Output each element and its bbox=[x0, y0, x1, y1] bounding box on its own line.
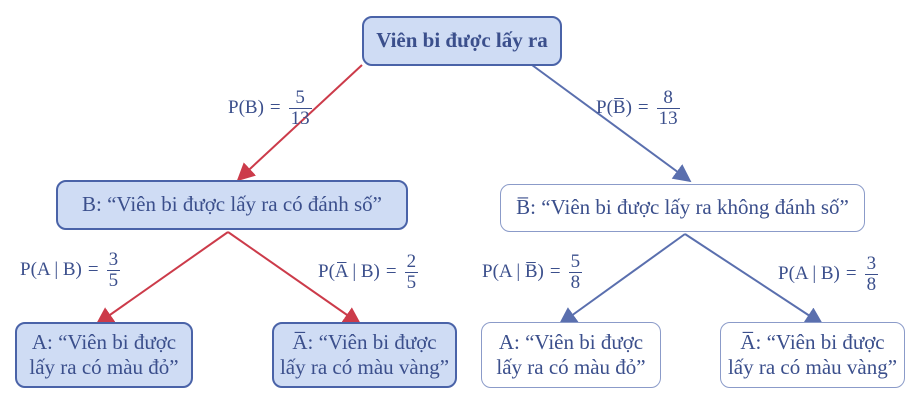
node-not-a-given-b: A̅: “Viên bi được lấy ra có màu vàng” bbox=[272, 322, 457, 388]
node-b-text: B: “Viên bi được lấy ra có đánh số” bbox=[82, 192, 382, 217]
edge-b-to-not-a bbox=[227, 231, 362, 326]
label-p-not-a-given-b-expr: P(A̅ | B) bbox=[318, 261, 380, 283]
label-p-not-a-given-not-b-num: 3 bbox=[866, 253, 877, 274]
node-not-b: B̅: “Viên bi được lấy ra không đánh số” bbox=[500, 184, 865, 232]
label-p-a-given-not-b-fraction: 5 8 bbox=[568, 251, 583, 293]
edge-not-b-to-a bbox=[558, 233, 686, 326]
label-p-a-given-b-eq: = bbox=[87, 259, 99, 281]
label-p-a-given-b-expr: P(A | B) bbox=[20, 259, 82, 281]
node-b: B: “Viên bi được lấy ra có đánh số” bbox=[56, 180, 408, 230]
node-root: Viên bi được lấy ra bbox=[362, 16, 562, 66]
edge-not-b-to-not-a bbox=[684, 233, 824, 325]
label-p-not-b-eq: = bbox=[637, 97, 649, 119]
label-p-not-a-given-b-num: 2 bbox=[406, 251, 417, 272]
label-p-b-expr: P(B) bbox=[228, 97, 264, 119]
edge-b-to-a bbox=[95, 231, 229, 326]
label-p-not-a-given-b-den: 5 bbox=[404, 271, 419, 293]
node-a-given-not-b-line1: A: “Viên bi được bbox=[498, 329, 644, 354]
label-p-a-given-b-den: 5 bbox=[106, 269, 121, 291]
label-p-not-a-given-not-b-eq: = bbox=[845, 263, 857, 285]
label-p-not-b-expr: P(B̅) bbox=[596, 97, 632, 119]
label-p-not-a-given-not-b-fraction: 3 8 bbox=[864, 253, 879, 295]
label-p-b-num: 5 bbox=[295, 87, 305, 108]
label-p-a-given-not-b-expr: P(A | B̅) bbox=[482, 261, 544, 283]
label-p-a-given-b-fraction: 3 5 bbox=[106, 249, 121, 291]
node-a-given-not-b-line2: lấy ra có màu đỏ” bbox=[496, 355, 646, 379]
label-p-a-given-not-b-eq: = bbox=[549, 261, 561, 283]
label-p-not-b-den: 13 bbox=[656, 107, 680, 129]
label-p-not-a-given-not-b-den: 8 bbox=[864, 273, 879, 295]
label-p-b-den: 13 bbox=[288, 107, 312, 129]
node-a-given-not-b: A: “Viên bi được lấy ra có màu đỏ” bbox=[481, 322, 661, 388]
label-p-b-eq: = bbox=[269, 97, 281, 119]
label-p-not-a-given-b-eq: = bbox=[385, 261, 397, 283]
node-a-given-b-line1: A: “Viên bi được bbox=[31, 329, 177, 354]
label-p-not-a-given-b: P(A̅ | B) = 2 5 bbox=[318, 251, 419, 293]
edge-root-to-not-b bbox=[531, 64, 692, 183]
label-p-a-given-not-b: P(A | B̅) = 5 8 bbox=[482, 251, 583, 293]
label-p-a-given-not-b-num: 5 bbox=[570, 251, 581, 272]
label-p-a-given-not-b-den: 8 bbox=[568, 271, 583, 293]
label-p-not-a-given-not-b-expr: P(A | B) bbox=[778, 263, 840, 285]
label-p-not-a-given-b-fraction: 2 5 bbox=[404, 251, 419, 293]
label-p-b-fraction: 5 13 bbox=[288, 87, 312, 129]
edge-root-to-b bbox=[236, 64, 363, 182]
label-p-a-given-b-num: 3 bbox=[108, 249, 119, 270]
node-a-given-b-line2: lấy ra có màu đỏ” bbox=[29, 355, 179, 379]
node-not-a-given-b-line2: lấy ra có màu vàng” bbox=[279, 355, 450, 379]
node-not-a-given-not-b-line2: lấy ra có màu vàng” bbox=[727, 355, 898, 379]
node-not-b-text: B̅: “Viên bi được lấy ra không đánh số” bbox=[516, 195, 849, 220]
label-p-not-b: P(B̅) = 8 13 bbox=[596, 88, 680, 129]
node-not-a-given-b-line1: A̅: “Viên bi được bbox=[292, 329, 437, 354]
label-p-not-b-num: 8 bbox=[663, 87, 673, 108]
label-p-not-a-given-not-b: P(A | B) = 3 8 bbox=[778, 253, 879, 295]
node-a-given-b: A: “Viên bi được lấy ra có màu đỏ” bbox=[15, 322, 193, 388]
node-root-text: Viên bi được lấy ra bbox=[376, 28, 548, 53]
label-p-b: P(B) = 5 13 bbox=[228, 88, 312, 129]
label-p-a-given-b: P(A | B) = 3 5 bbox=[20, 249, 121, 291]
label-p-not-b-fraction: 8 13 bbox=[656, 87, 680, 129]
node-not-a-given-not-b: A̅: “Viên bi được lấy ra có màu vàng” bbox=[720, 322, 905, 388]
node-not-a-given-not-b-line1: A̅: “Viên bi được bbox=[740, 329, 885, 354]
